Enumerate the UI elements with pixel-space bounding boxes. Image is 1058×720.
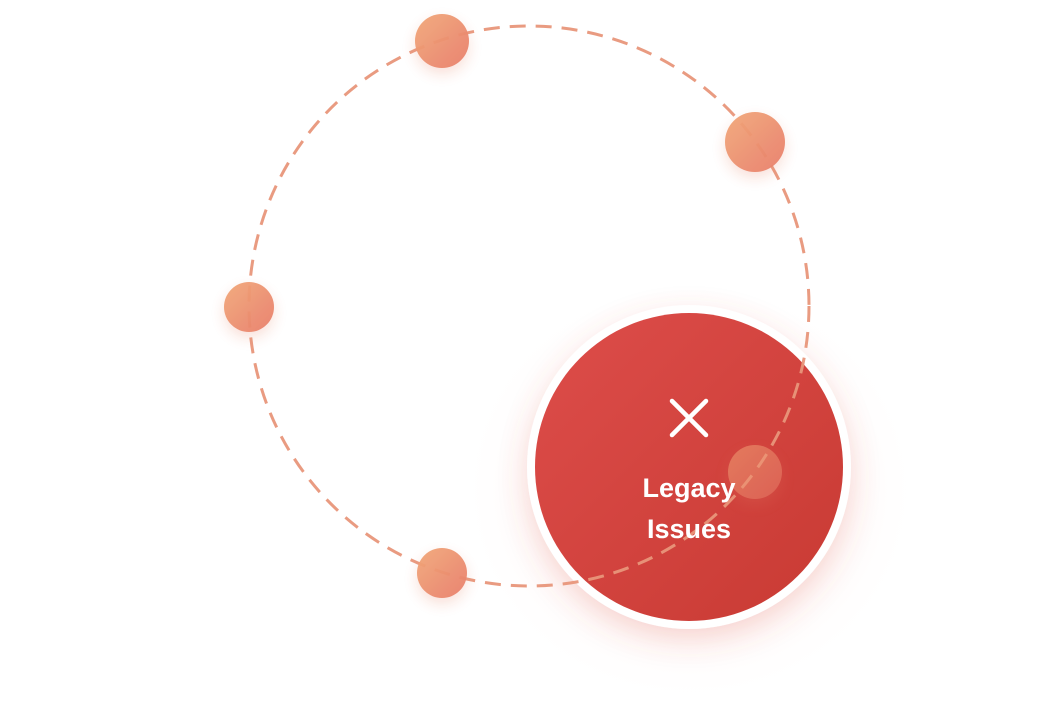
close-icon: [669, 398, 709, 438]
orbit-node-2[interactable]: [725, 112, 785, 172]
orbit-node-4[interactable]: [728, 445, 782, 499]
orbit-node-1[interactable]: [415, 14, 469, 68]
orbit-nodes: [224, 14, 785, 598]
orbit-ring: [247, 24, 811, 588]
orbit-node-3[interactable]: [224, 282, 274, 332]
center-label-line2: Issues: [647, 514, 731, 544]
center-node[interactable]: [535, 313, 843, 621]
orbit-node-5[interactable]: [417, 548, 467, 598]
center-label-line1: Legacy: [642, 473, 735, 503]
